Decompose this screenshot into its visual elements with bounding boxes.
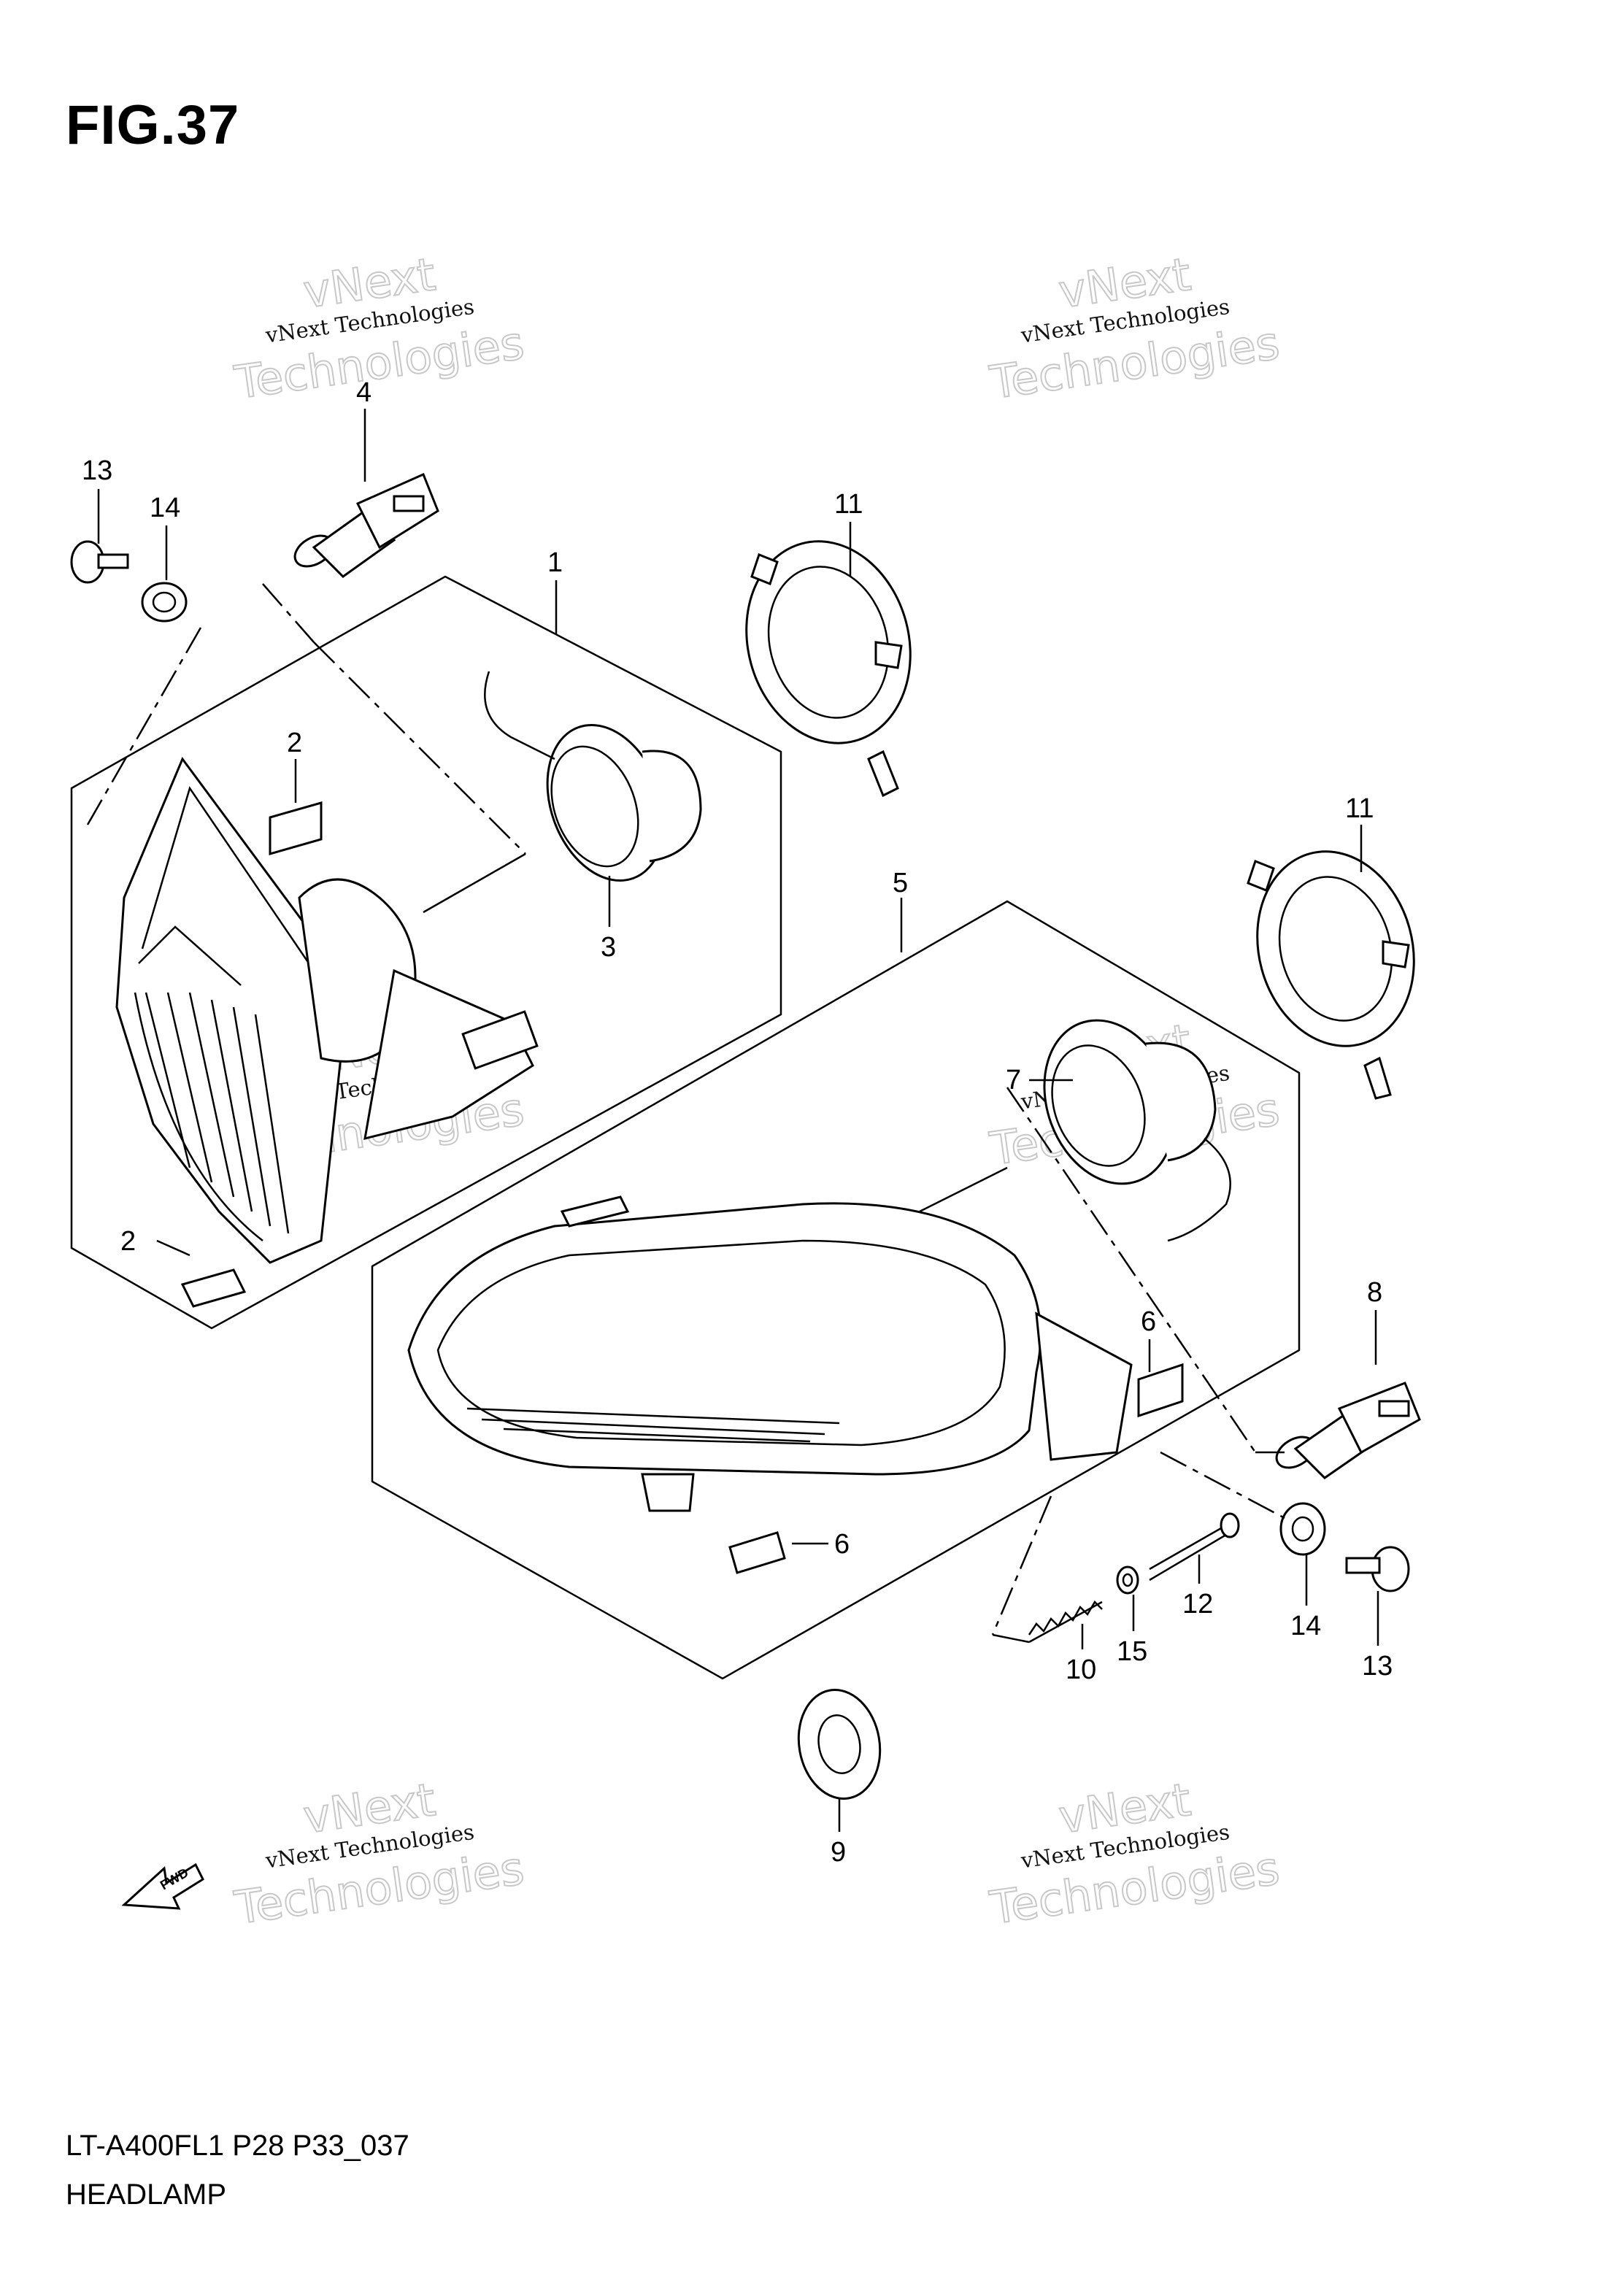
callout-3: 3: [601, 932, 616, 963]
headlamp-housing-left: [115, 756, 539, 1264]
callout-4: 4: [356, 377, 371, 408]
retaining-ring-11-top: [745, 540, 912, 798]
socket-7: [1043, 1019, 1231, 1242]
grommet-14-upper: [141, 582, 188, 623]
fwd-arrow-icon: FWD: [121, 1862, 204, 1910]
reflector-hatching: [145, 992, 290, 1234]
model-code: LT-A400FL1 P28 P33_037: [66, 2130, 409, 2162]
washer-15: [1116, 1565, 1139, 1595]
callout-9: 9: [831, 1837, 846, 1868]
clip-2-upper: [269, 801, 323, 855]
callout-14-lower: 14: [1290, 1611, 1321, 1641]
callout-12: 12: [1182, 1589, 1213, 1619]
callout-8: 8: [1367, 1277, 1382, 1308]
lens-hatching: [466, 1407, 840, 1443]
callout-10: 10: [1066, 1654, 1096, 1685]
callout-6-upper: 6: [1141, 1306, 1156, 1337]
clip-6-upper: [1137, 1363, 1184, 1418]
clip-6-lower: [728, 1531, 786, 1574]
assembly-5-boundary: [371, 900, 1301, 1680]
callout-2-lower: 2: [120, 1226, 136, 1257]
callout-14-upper: 14: [150, 493, 180, 523]
callout-11-top: 11: [834, 489, 863, 520]
headlamp-housing-right: [407, 1195, 1133, 1512]
callout-13-upper: 13: [82, 455, 112, 486]
retaining-ring-11-right: [1247, 850, 1415, 1100]
callout-15: 15: [1117, 1636, 1147, 1667]
callout-5: 5: [893, 868, 908, 898]
grommet-14-lower: [1279, 1502, 1326, 1556]
bolt-13-lower: [1345, 1546, 1410, 1592]
callout-2-upper: 2: [287, 728, 302, 758]
socket-3: [484, 671, 702, 882]
bulb-8: [1275, 1382, 1421, 1479]
section-name: HEADLAMP: [66, 2178, 227, 2211]
callout-labels: 13 14 4 1 11 2 3 5 11 7 2 6 8 6 10 15 12…: [82, 377, 1393, 1868]
assembly-1-boundary: [70, 575, 782, 1330]
bulb-4: [293, 472, 439, 578]
figure-title: FIG.37: [66, 94, 240, 156]
seal-9: [797, 1689, 882, 1800]
callout-1: 1: [547, 547, 563, 578]
adjusting-screw-12: [1149, 1512, 1240, 1582]
callout-7: 7: [1006, 1065, 1021, 1095]
callout-6-lower: 6: [834, 1529, 850, 1560]
callout-11-right: 11: [1345, 793, 1374, 824]
bolt-13-upper: [70, 540, 129, 584]
clip-2-lower: [180, 1268, 247, 1308]
callout-13-lower: 13: [1362, 1651, 1393, 1681]
spring-10: [1028, 1600, 1103, 1644]
leader-lines: [97, 409, 1379, 1832]
construction-lines: [86, 583, 1285, 1644]
